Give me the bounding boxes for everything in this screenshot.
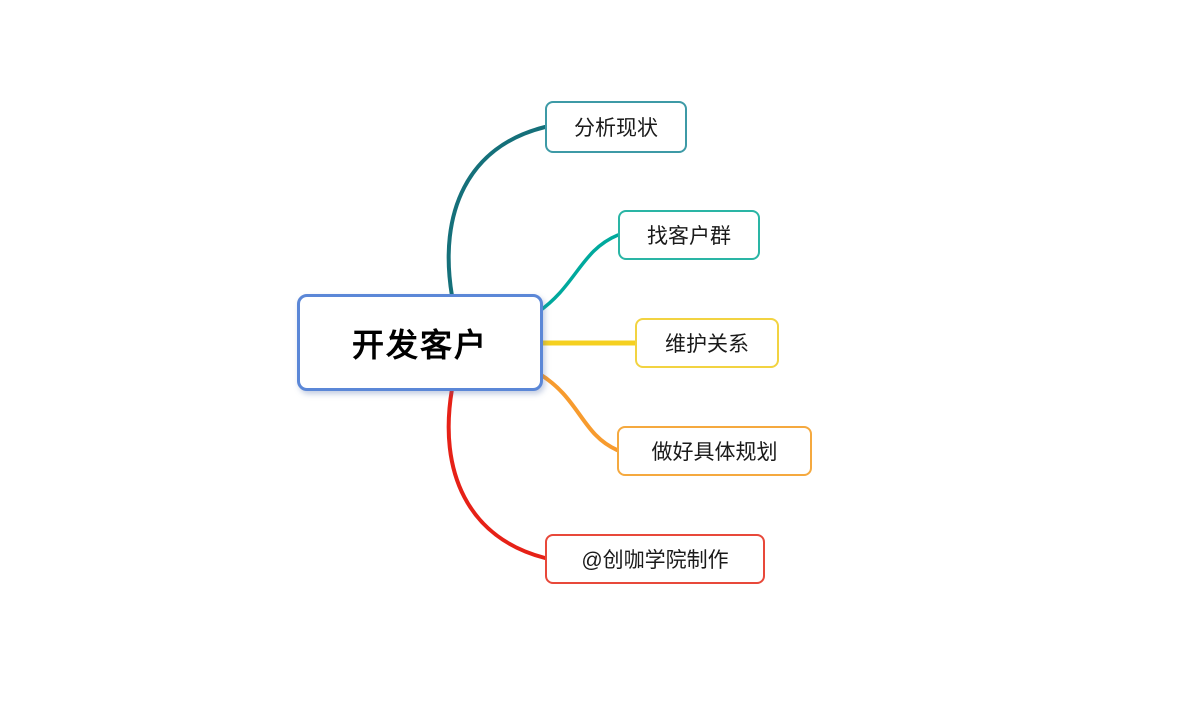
branch-node-label: @创咖学院制作 xyxy=(581,549,729,572)
branch-node-analyze-current-situation[interactable]: 分析现状 xyxy=(545,101,687,153)
connector-credit-chuangka-academy xyxy=(446,387,547,560)
branch-node-make-concrete-plans[interactable]: 做好具体规划 xyxy=(617,426,812,476)
connector-find-customer-groups xyxy=(536,233,620,314)
branch-node-label: 做好具体规划 xyxy=(651,441,778,464)
root-node[interactable]: 开发客户 xyxy=(297,294,543,391)
connector-analyze-current-situation xyxy=(446,125,547,298)
branch-node-label: 维护关系 xyxy=(665,333,749,356)
root-node-label: 开发客户 xyxy=(351,326,488,363)
branch-node-label: 分析现状 xyxy=(574,117,658,140)
branch-node-maintain-relationships[interactable]: 维护关系 xyxy=(635,318,779,368)
branch-node-label: 找客户群 xyxy=(647,225,731,248)
branch-node-find-customer-groups[interactable]: 找客户群 xyxy=(618,210,760,260)
branch-node-credit-chuangka-academy[interactable]: @创咖学院制作 xyxy=(545,534,765,584)
connector-make-concrete-plans xyxy=(536,371,619,452)
